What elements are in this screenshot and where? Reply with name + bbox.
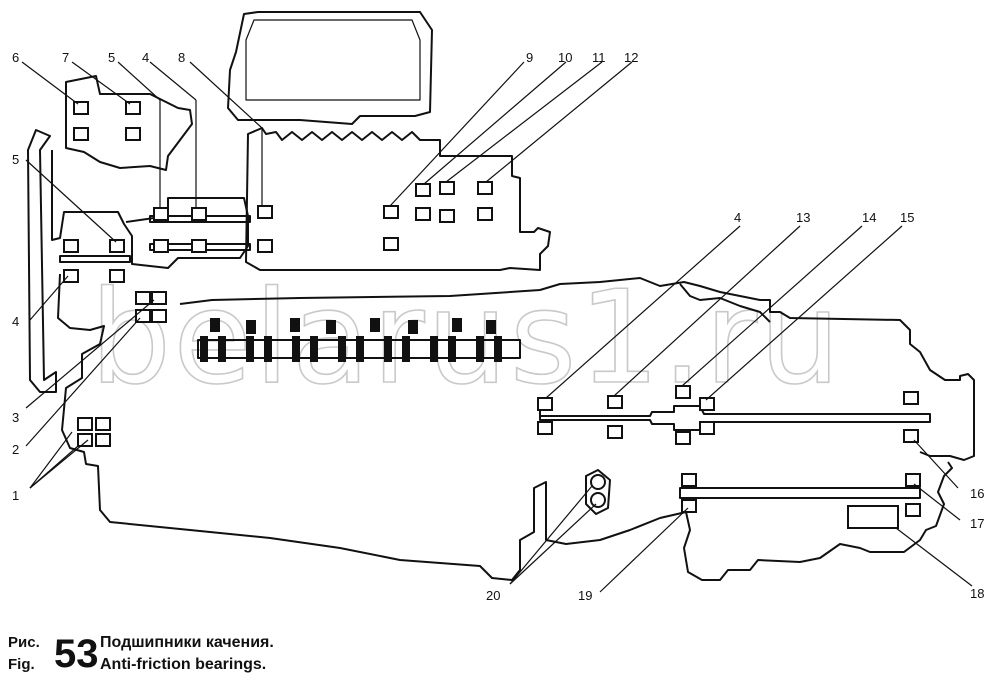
callout-14: 14 — [862, 210, 876, 225]
callout-15: 15 — [900, 210, 914, 225]
bracket-20 — [585, 469, 611, 515]
upper-shaft — [149, 215, 251, 223]
callout-10: 10 — [558, 50, 572, 65]
callout-12: 12 — [624, 50, 638, 65]
callout-4-top: 4 — [142, 50, 149, 65]
caption-title-ru: Подшипники качения. — [100, 634, 274, 651]
callout-9: 9 — [526, 50, 533, 65]
front-housing — [65, 75, 193, 171]
callout-5: 5 — [12, 152, 19, 167]
front-shaft — [59, 255, 131, 263]
watermark-text: belarus1.ru — [90, 264, 842, 413]
camshaft — [197, 339, 521, 359]
top-housing-inner — [245, 19, 421, 101]
callout-20: 20 — [486, 588, 500, 603]
gearbox-body — [245, 127, 551, 271]
figure-number: 53 — [54, 632, 99, 676]
caption-prefix-en: Fig. — [8, 656, 35, 673]
camshaft-lobes — [200, 318, 502, 362]
callout-11: 11 — [592, 50, 606, 65]
callout-6: 6 — [12, 50, 19, 65]
callout-1: 1 — [12, 488, 19, 503]
lower-shaft — [679, 487, 921, 499]
caption-title-en: Anti-friction bearings. — [100, 656, 267, 673]
lower-housing — [57, 273, 953, 581]
caption-prefix-ru: Рис. — [8, 634, 40, 651]
callout-4-right: 4 — [734, 210, 741, 225]
callout-13: 13 — [796, 210, 810, 225]
callout-17: 17 — [970, 516, 984, 531]
main-shaft — [539, 405, 931, 431]
upper-shaft-2 — [149, 243, 251, 251]
callout-18: 18 — [970, 586, 984, 601]
callout-2: 2 — [12, 442, 19, 457]
mid-housing — [179, 277, 975, 461]
callout-3: 3 — [12, 410, 19, 425]
callout-4: 4 — [12, 314, 19, 329]
caption-prefixes: Рис. Fig. — [8, 632, 50, 676]
top-housing — [227, 11, 433, 125]
leader-lines — [21, 61, 973, 593]
right-housing-top — [679, 283, 771, 323]
callout-7: 7 — [62, 50, 69, 65]
figure-caption: Рис. Fig. 53 Подшипники качения. Anti-fr… — [8, 632, 274, 676]
bearings — [63, 101, 921, 529]
callout-16: 16 — [970, 486, 984, 501]
callout-19: 19 — [578, 588, 592, 603]
callout-5-top: 5 — [108, 50, 115, 65]
callout-8: 8 — [178, 50, 185, 65]
front-bracket — [51, 150, 249, 269]
caption-titles: Подшипники качения. Anti-friction bearin… — [100, 632, 274, 676]
